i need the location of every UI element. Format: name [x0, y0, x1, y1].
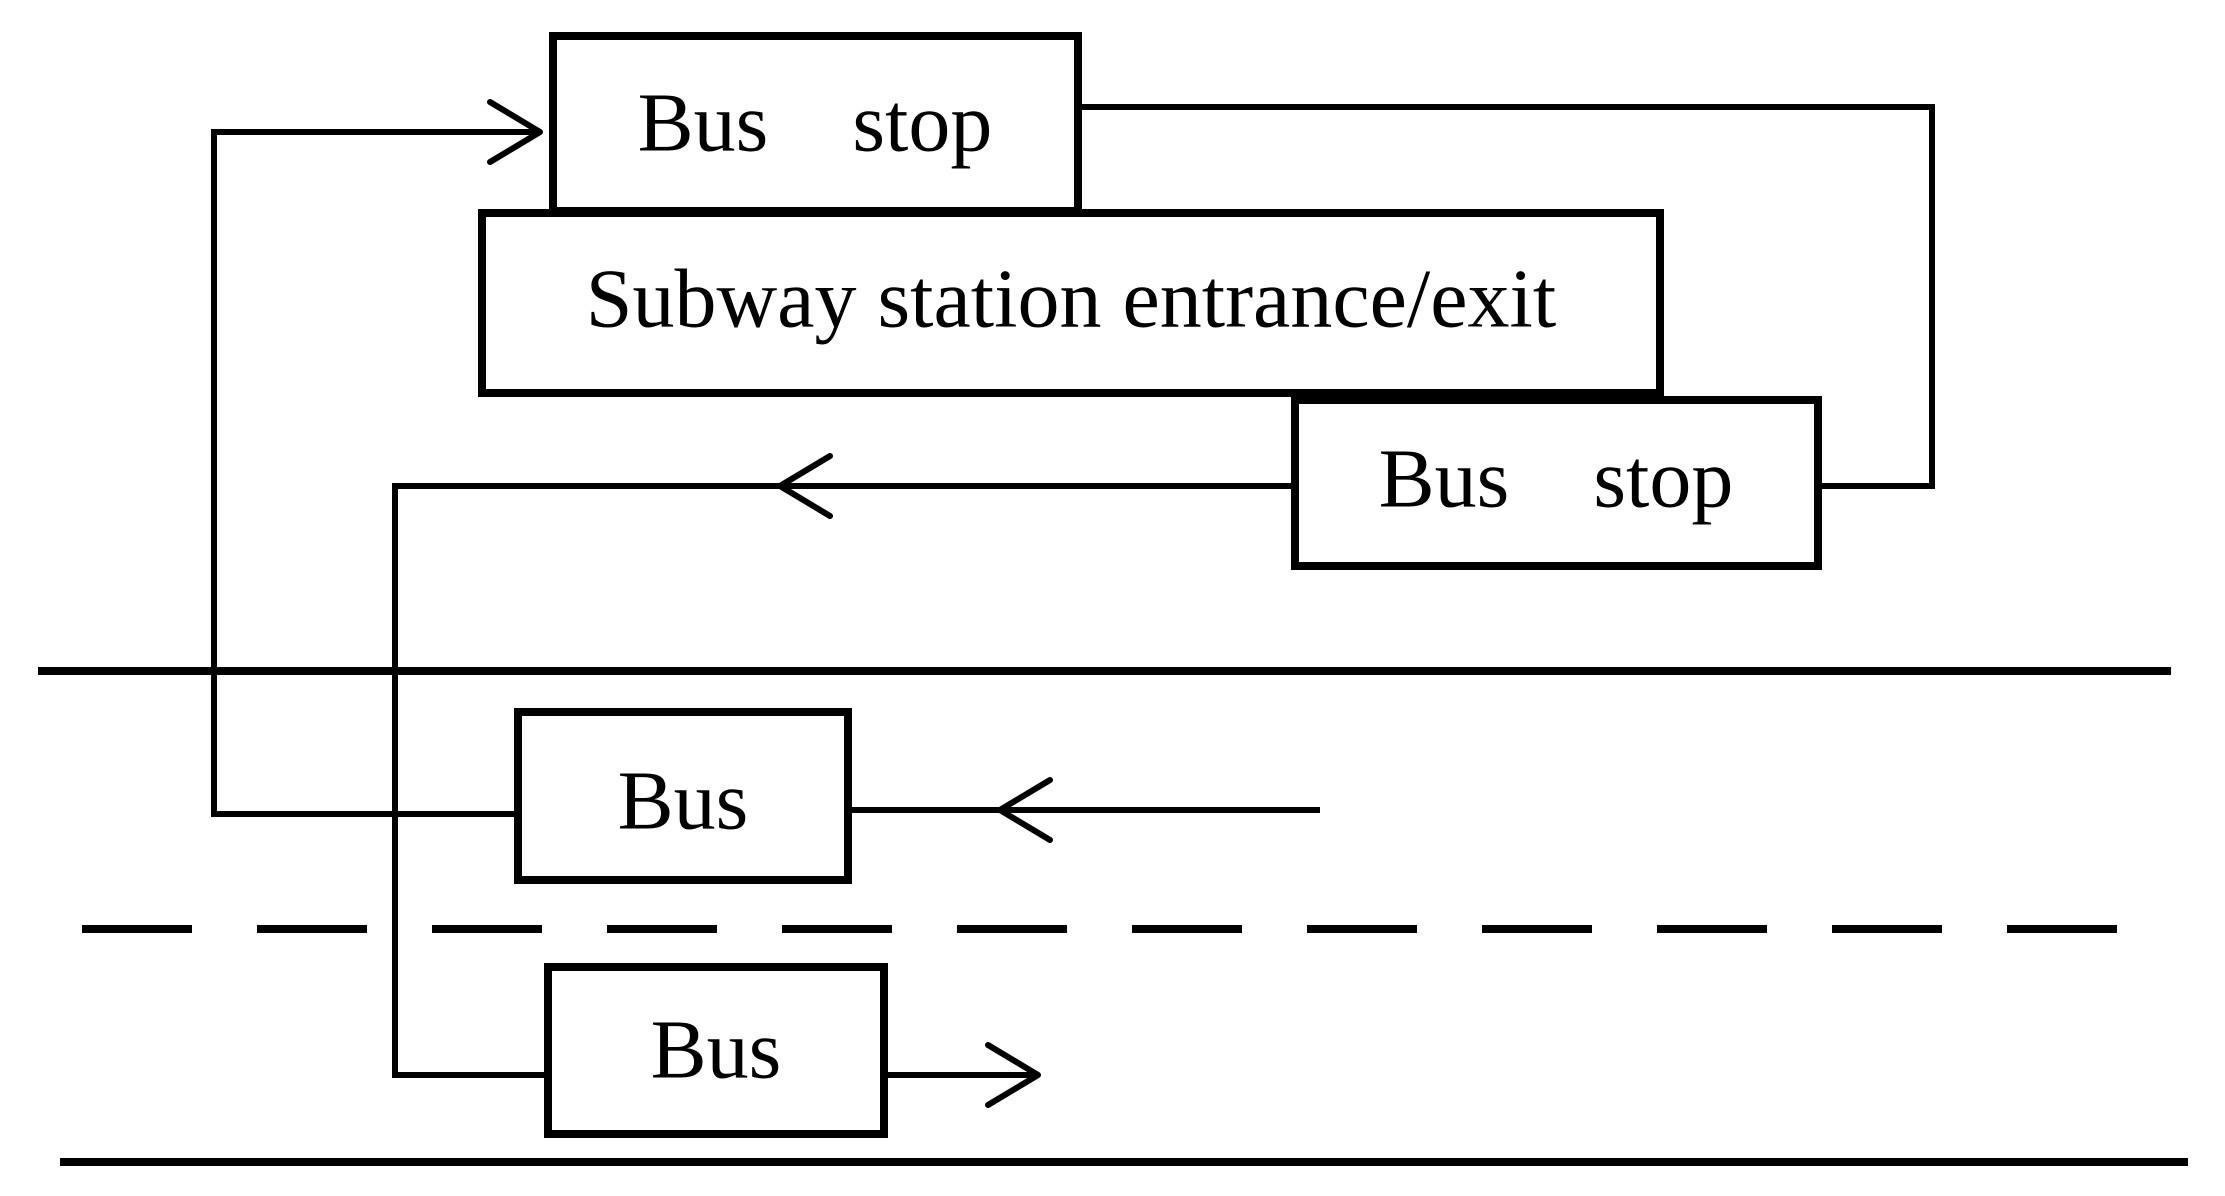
bus-stop-right-label: Bus stop	[1379, 432, 1734, 525]
arrowhead-left-icon	[777, 453, 833, 519]
route-top-stop-to-right-stop	[1078, 104, 1935, 489]
arrowhead-outgoing-icon	[985, 1042, 1041, 1108]
route-bus-to-top-stop	[211, 129, 540, 817]
subway-station-node: Subway station entrance/exit	[478, 209, 1664, 397]
bus-stop-top-label: Bus stop	[638, 76, 993, 169]
bus-lower-lane-node: Bus	[544, 963, 888, 1138]
arrowhead-top-stop-icon	[487, 99, 543, 165]
route-right-stop-to-lower-bus	[392, 483, 1295, 1078]
bus-upper-lane-label: Bus	[618, 754, 749, 847]
arrowhead-incoming-icon	[997, 777, 1053, 843]
bus-stop-top-node: Bus stop	[549, 32, 1082, 215]
bus-stop-right-node: Bus stop	[1291, 396, 1822, 570]
bus-upper-lane-node: Bus	[514, 708, 852, 884]
bus-lower-lane-label: Bus	[651, 1003, 782, 1096]
subway-station-label: Subway station entrance/exit	[586, 252, 1556, 345]
